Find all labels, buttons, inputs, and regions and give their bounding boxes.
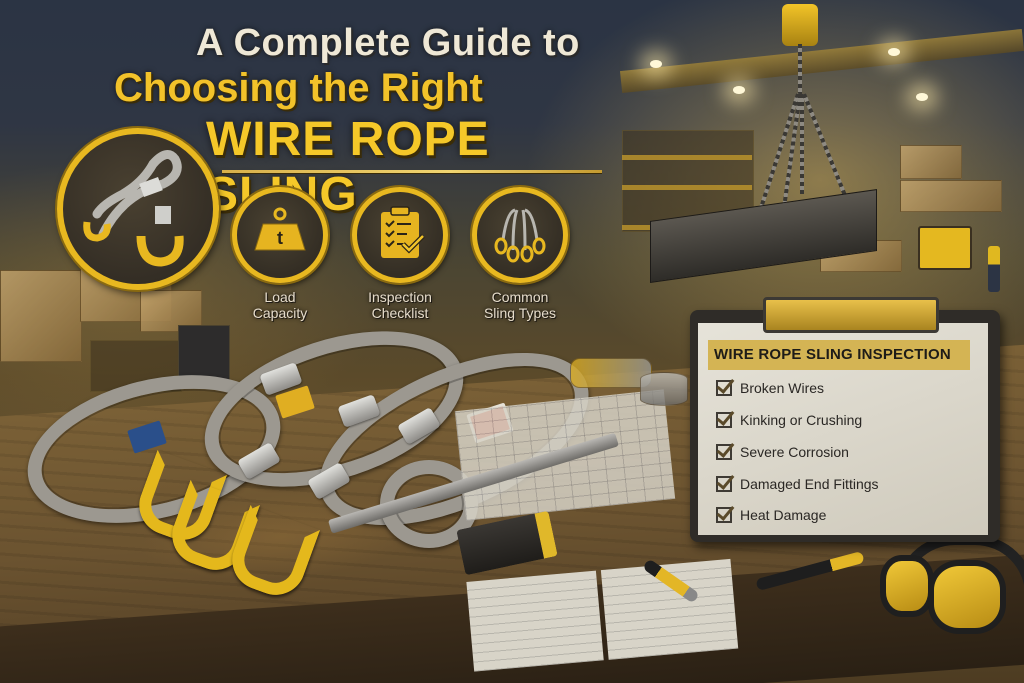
sling-leg [800, 94, 804, 194]
ear-protection-icon [928, 560, 1006, 634]
title-line-2: Choosing the Right [114, 66, 483, 110]
sling-roll [570, 358, 652, 388]
title-line-1: A Complete Guide to [196, 22, 580, 64]
clipboard-clip [763, 297, 939, 333]
ceiling-light [888, 48, 900, 56]
tape-roll [640, 372, 688, 406]
shelf-rail [622, 185, 752, 190]
svg-text:t: t [277, 228, 283, 248]
ceiling-light [916, 93, 928, 101]
checklist-item[interactable]: Severe Corrosion [716, 440, 849, 464]
checkbox-checked-icon[interactable] [716, 444, 732, 460]
checkbox-checked-icon[interactable] [716, 380, 732, 396]
weight-icon: t [232, 187, 328, 283]
lifting-chain [798, 44, 802, 94]
forklift [918, 226, 972, 270]
checklist-item[interactable]: Damaged End Fittings [716, 472, 879, 496]
crate [900, 180, 1002, 212]
title-divider [222, 170, 602, 173]
checklist-item-label: Kinking or Crushing [740, 412, 863, 428]
clipboard-checklist-icon [352, 187, 448, 283]
checklist-item[interactable]: Kinking or Crushing [716, 408, 862, 432]
ceiling-light [650, 60, 662, 68]
checklist-item[interactable]: Broken Wires [716, 376, 824, 400]
crate [900, 145, 962, 179]
worker-figure [988, 246, 1000, 292]
checklist-item-label: Damaged End Fittings [740, 476, 879, 492]
ceiling-light [733, 86, 745, 94]
checklist-heading: WIRE ROPE SLING INSPECTION [708, 340, 970, 370]
checklist-item-label: Heat Damage [740, 507, 827, 523]
tool-cart [90, 340, 182, 392]
checkbox-checked-icon[interactable] [716, 476, 732, 492]
sling-types-icon [472, 187, 568, 283]
checkbox-checked-icon[interactable] [716, 412, 732, 428]
checklist-item[interactable]: Heat Damage [716, 503, 826, 527]
wire-rope-sling-icon [57, 128, 219, 290]
checklist-item-label: Severe Corrosion [740, 444, 849, 460]
ear-protection-icon [880, 555, 934, 617]
crane-hoist-icon [782, 4, 818, 46]
shelf-rail [622, 155, 752, 160]
checkbox-checked-icon[interactable] [716, 507, 732, 523]
tool-chest [178, 325, 230, 382]
overhead-crane-beam [619, 28, 1024, 94]
checklist-item-label: Broken Wires [740, 380, 825, 396]
